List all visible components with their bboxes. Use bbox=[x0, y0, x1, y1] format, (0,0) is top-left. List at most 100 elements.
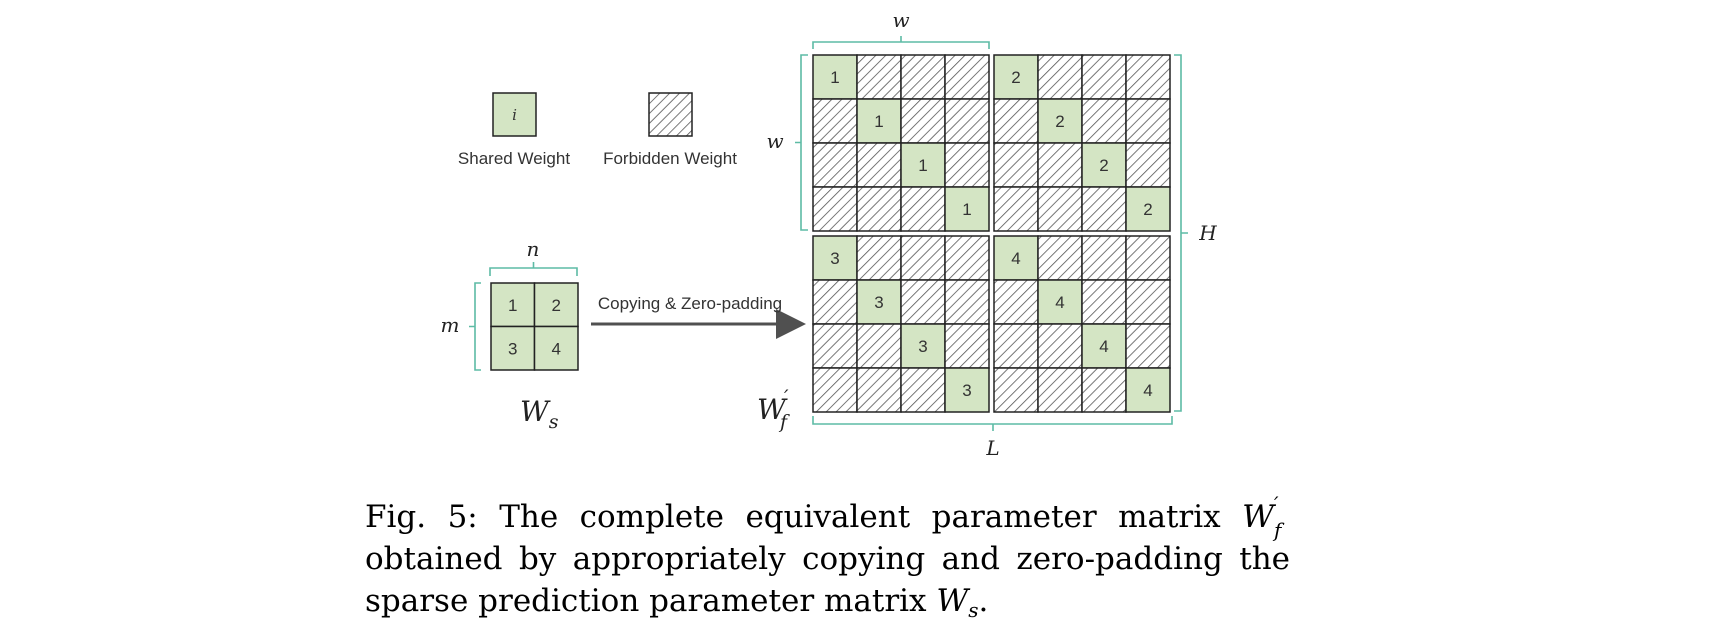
forbidden-weight-cell bbox=[1037, 186, 1083, 232]
shared-weight-cell-value: 4 bbox=[1011, 249, 1020, 268]
small-matrix-cell bbox=[490, 325, 536, 371]
caption-symbol-wf: W′f bbox=[1242, 492, 1282, 542]
forbidden-weight-cell bbox=[1125, 279, 1171, 325]
small-matrix-cell-value: 1 bbox=[508, 296, 517, 315]
forbidden-weight-cell bbox=[1037, 54, 1083, 100]
big-matrix-name-sub: f bbox=[778, 411, 790, 433]
left-w-label: w bbox=[766, 129, 783, 153]
small-matrix-cell-value: 4 bbox=[552, 339, 561, 358]
forbidden-weight-cell bbox=[1081, 98, 1127, 144]
forbidden-weight-cell bbox=[900, 98, 946, 144]
forbidden-weight-cell bbox=[812, 98, 858, 144]
forbidden-weight-cell bbox=[900, 279, 946, 325]
forbidden-weight-cell bbox=[993, 98, 1039, 144]
forbidden-weight-cell bbox=[900, 367, 946, 413]
small-matrix-cell-value: 2 bbox=[552, 296, 561, 315]
shared-weight-cell-value: 1 bbox=[962, 200, 971, 219]
shared-weight-cell-value: 4 bbox=[1143, 381, 1152, 400]
shared-weight-cell bbox=[944, 186, 990, 232]
arrow-label: Copying & Zero-padding bbox=[598, 294, 782, 313]
forbidden-weight-cell bbox=[944, 279, 990, 325]
right-h-label: H bbox=[1198, 221, 1217, 245]
forbidden-weight-cell bbox=[1125, 323, 1171, 369]
shared-weight-cell bbox=[1125, 186, 1171, 232]
shared-weight-cell-value: 1 bbox=[874, 112, 883, 131]
small-matrix-cell bbox=[533, 325, 579, 371]
legend-shared-weight: i Shared Weight bbox=[458, 92, 570, 168]
forbidden-weight-label: Forbidden Weight bbox=[603, 149, 737, 168]
bottom-l-label: L bbox=[985, 436, 999, 460]
forbidden-weight-cell bbox=[944, 235, 990, 281]
forbidden-weight-cell bbox=[993, 186, 1039, 232]
bottom-l-bracket bbox=[812, 416, 1173, 431]
n-label: n bbox=[527, 237, 540, 261]
forbidden-weight-cell bbox=[856, 54, 902, 100]
legend: i Shared Weight Forbidden Weight bbox=[458, 92, 737, 168]
forbidden-weight-cell bbox=[1125, 142, 1171, 188]
caption-line-1: Fig. 5: The complete equivalent paramete… bbox=[365, 492, 1290, 542]
n-bracket bbox=[489, 262, 578, 276]
shared-weight-cell bbox=[856, 279, 902, 325]
caption-line-1-text: Fig. 5: The complete equivalent paramete… bbox=[365, 499, 1221, 535]
forbidden-weight-swatch bbox=[648, 92, 693, 137]
forbidden-weight-cell bbox=[856, 323, 902, 369]
shared-weight-cell bbox=[900, 323, 946, 369]
forbidden-weight-cell bbox=[1125, 235, 1171, 281]
forbidden-weight-cell bbox=[1037, 323, 1083, 369]
forbidden-weight-cell bbox=[944, 142, 990, 188]
big-matrix-name: W bbox=[757, 393, 788, 426]
forbidden-weight-cell bbox=[944, 98, 990, 144]
small-matrix-name: Ws bbox=[520, 395, 559, 433]
forbidden-weight-cell bbox=[1081, 367, 1127, 413]
caption-symbol-ws: Ws bbox=[936, 583, 979, 622]
m-bracket bbox=[469, 282, 481, 371]
shared-weight-cell-value: 3 bbox=[830, 249, 839, 268]
forbidden-weight-cell bbox=[856, 367, 902, 413]
shared-weight-cell-value: 4 bbox=[1099, 337, 1108, 356]
forbidden-weight-cell bbox=[993, 367, 1039, 413]
forbidden-weight-cell bbox=[944, 54, 990, 100]
forbidden-weight-cell bbox=[944, 323, 990, 369]
forbidden-weight-cell bbox=[1081, 279, 1127, 325]
shared-weight-symbol: i bbox=[512, 106, 517, 124]
shared-weight-cell-value: 1 bbox=[918, 156, 927, 175]
forbidden-weight-cell bbox=[856, 186, 902, 232]
shared-weight-cell bbox=[856, 98, 902, 144]
shared-weight-cell bbox=[944, 367, 990, 413]
forbidden-weight-cell bbox=[900, 235, 946, 281]
shared-weight-cell-value: 2 bbox=[1099, 156, 1108, 175]
figure-caption: Fig. 5: The complete equivalent paramete… bbox=[365, 492, 1290, 622]
forbidden-weight-cell bbox=[1081, 235, 1127, 281]
shared-weight-cell-value: 3 bbox=[874, 293, 883, 312]
shared-weight-cell-value: 1 bbox=[830, 68, 839, 87]
caption-line-3-text: sparse prediction parameter matrix bbox=[365, 583, 927, 619]
small-matrix-cell-value: 3 bbox=[508, 339, 517, 358]
forbidden-weight-cell bbox=[812, 367, 858, 413]
shared-weight-cell-value: 3 bbox=[918, 337, 927, 356]
caption-line-3: sparse prediction parameter matrix Ws. bbox=[365, 583, 989, 622]
shared-weight-label: Shared Weight bbox=[458, 149, 570, 168]
forbidden-weight-cell bbox=[993, 142, 1039, 188]
shared-weight-cell-value: 2 bbox=[1055, 112, 1064, 131]
forbidden-weight-cell bbox=[812, 186, 858, 232]
forbidden-weight-cell bbox=[993, 323, 1039, 369]
forbidden-weight-cell bbox=[812, 323, 858, 369]
shared-weight-cell-value: 4 bbox=[1055, 293, 1064, 312]
shared-weight-swatch bbox=[492, 92, 537, 137]
top-w-bracket bbox=[812, 36, 990, 49]
forbidden-weight-cell bbox=[1125, 98, 1171, 144]
forbidden-weight-cell bbox=[1037, 235, 1083, 281]
forbidden-weight-cell bbox=[993, 279, 1039, 325]
forbidden-weight-cell bbox=[900, 54, 946, 100]
left-w-bracket bbox=[795, 54, 808, 231]
forbidden-weight-cell bbox=[812, 279, 858, 325]
caption-line-2: obtained by appropriately copying and ze… bbox=[365, 541, 1290, 577]
forbidden-weight-cell bbox=[856, 235, 902, 281]
small-matrix-cells: 1 2 3 4 bbox=[490, 282, 579, 371]
forbidden-weight-cell bbox=[1037, 367, 1083, 413]
big-matrix-name-sup: ′ bbox=[784, 385, 789, 409]
top-w-label: w bbox=[892, 8, 909, 32]
